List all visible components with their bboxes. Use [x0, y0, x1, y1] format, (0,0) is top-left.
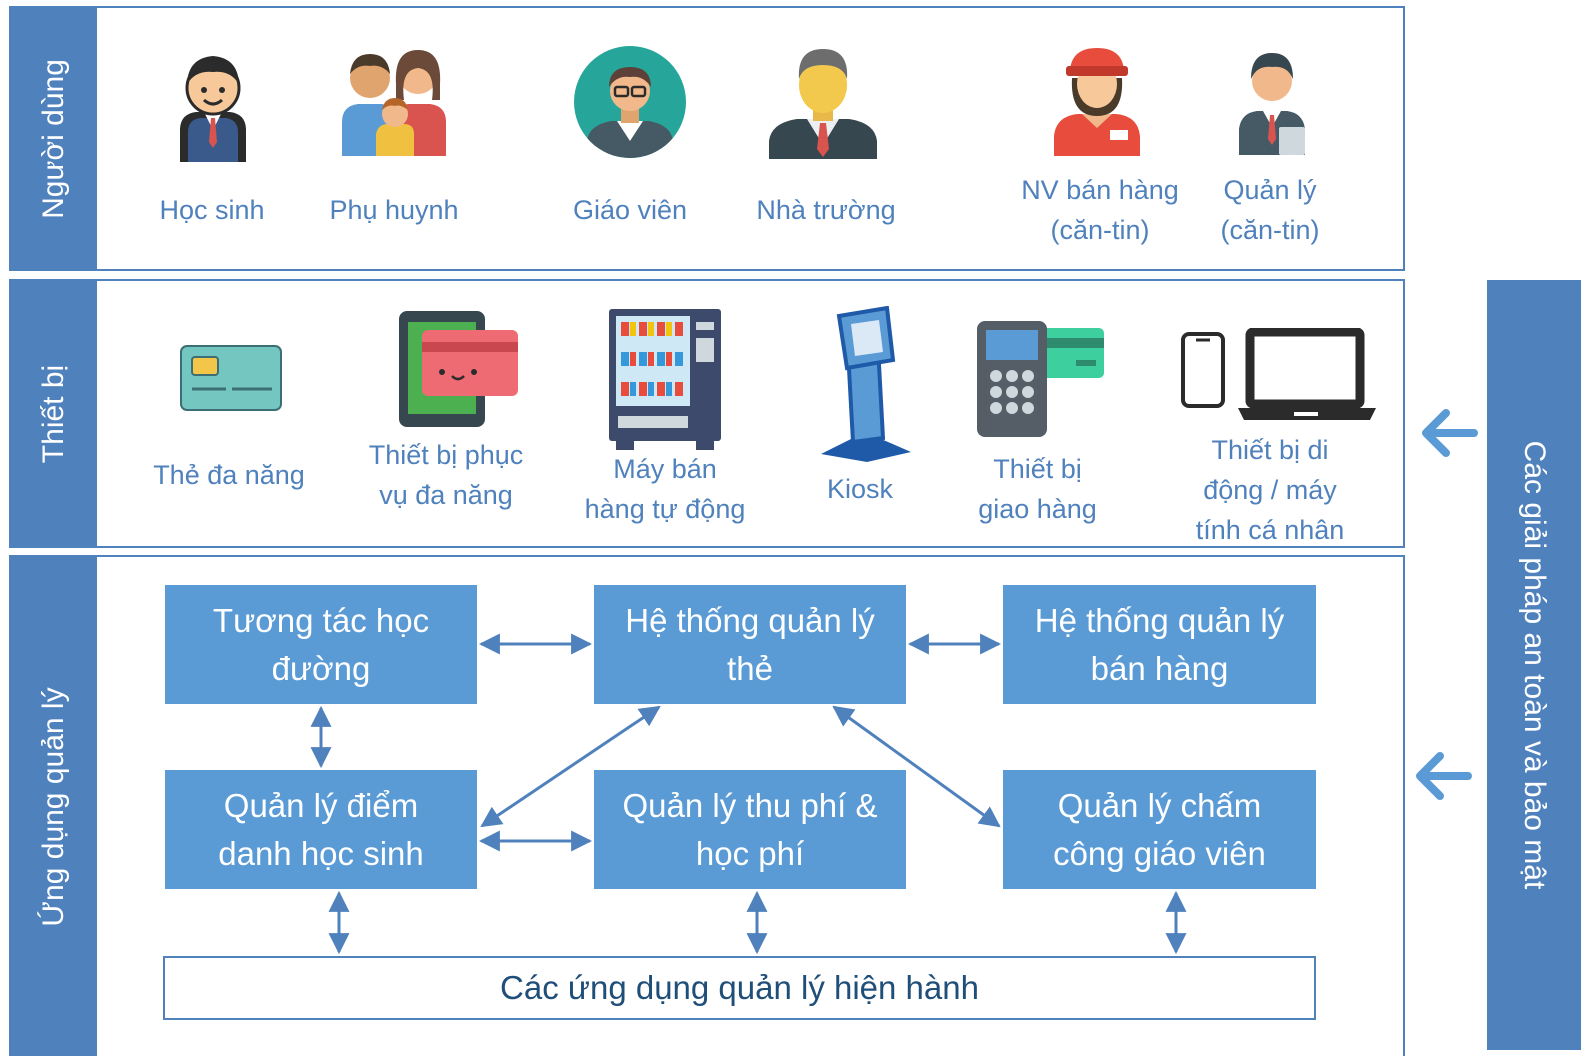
device-caption-smart-card: Thẻ đa năng	[153, 460, 305, 490]
box-card-system: Hệ thống quản lý thẻ	[594, 585, 906, 704]
smart-card-icon	[180, 345, 282, 411]
box-attendance: Quản lý điểm danh học sinh	[165, 770, 477, 889]
device-caption-vending: Máy bán hàng tự động	[584, 454, 746, 524]
user-caption-canteen-manager: Quản lý (căn-tin)	[1220, 175, 1320, 245]
pos-terminal-icon	[977, 321, 1104, 437]
devices-panel-label: Thiết bị	[11, 281, 97, 546]
tablet-card-icon	[399, 311, 518, 427]
apps-panel-label: Ứng dụng quản lý	[11, 557, 97, 1056]
device-caption-tablet: Thiết bị phục vụ đa năng	[368, 440, 524, 510]
users-panel-label: Người dùng	[11, 8, 97, 269]
school-principal-icon	[769, 49, 877, 159]
device-caption-mobile-pc: Thiết bị di động / máy tính cá nhân	[1195, 435, 1345, 545]
user-caption-teacher: Giáo viên	[572, 195, 688, 225]
phone-laptop-icon	[1181, 328, 1376, 420]
box-sales-system: Hệ thống quản lý bán hàng	[1003, 585, 1316, 704]
teacher-icon	[574, 46, 686, 158]
family-icon	[342, 50, 446, 156]
user-caption-student: Học sinh	[159, 195, 265, 225]
box-timekeeping: Quản lý chấm công giáo viên	[1003, 770, 1316, 889]
user-caption-parent: Phụ huynh	[329, 195, 459, 225]
security-solutions-bar: Các giải pháp an toàn và bảo mật	[1487, 280, 1581, 1050]
device-caption-kiosk: Kiosk	[826, 474, 894, 504]
user-caption-canteen-staff: NV bán hàng (căn-tin)	[1021, 175, 1179, 245]
user-caption-school: Nhà trường	[756, 195, 896, 225]
vending-machine-icon	[609, 309, 721, 450]
canteen-manager-icon	[1239, 53, 1305, 155]
security-label: Các giải pháp an toàn và bảo mật	[1518, 440, 1551, 890]
canteen-staff-icon	[1054, 48, 1140, 156]
kiosk-icon	[821, 306, 911, 462]
legacy-apps-box: Các ứng dụng quản lý hiện hành	[163, 956, 1316, 1020]
device-caption-delivery: Thiết bị giao hàng	[978, 454, 1097, 524]
box-school-interaction: Tương tác học đường	[165, 585, 477, 704]
student-icon	[180, 56, 246, 162]
